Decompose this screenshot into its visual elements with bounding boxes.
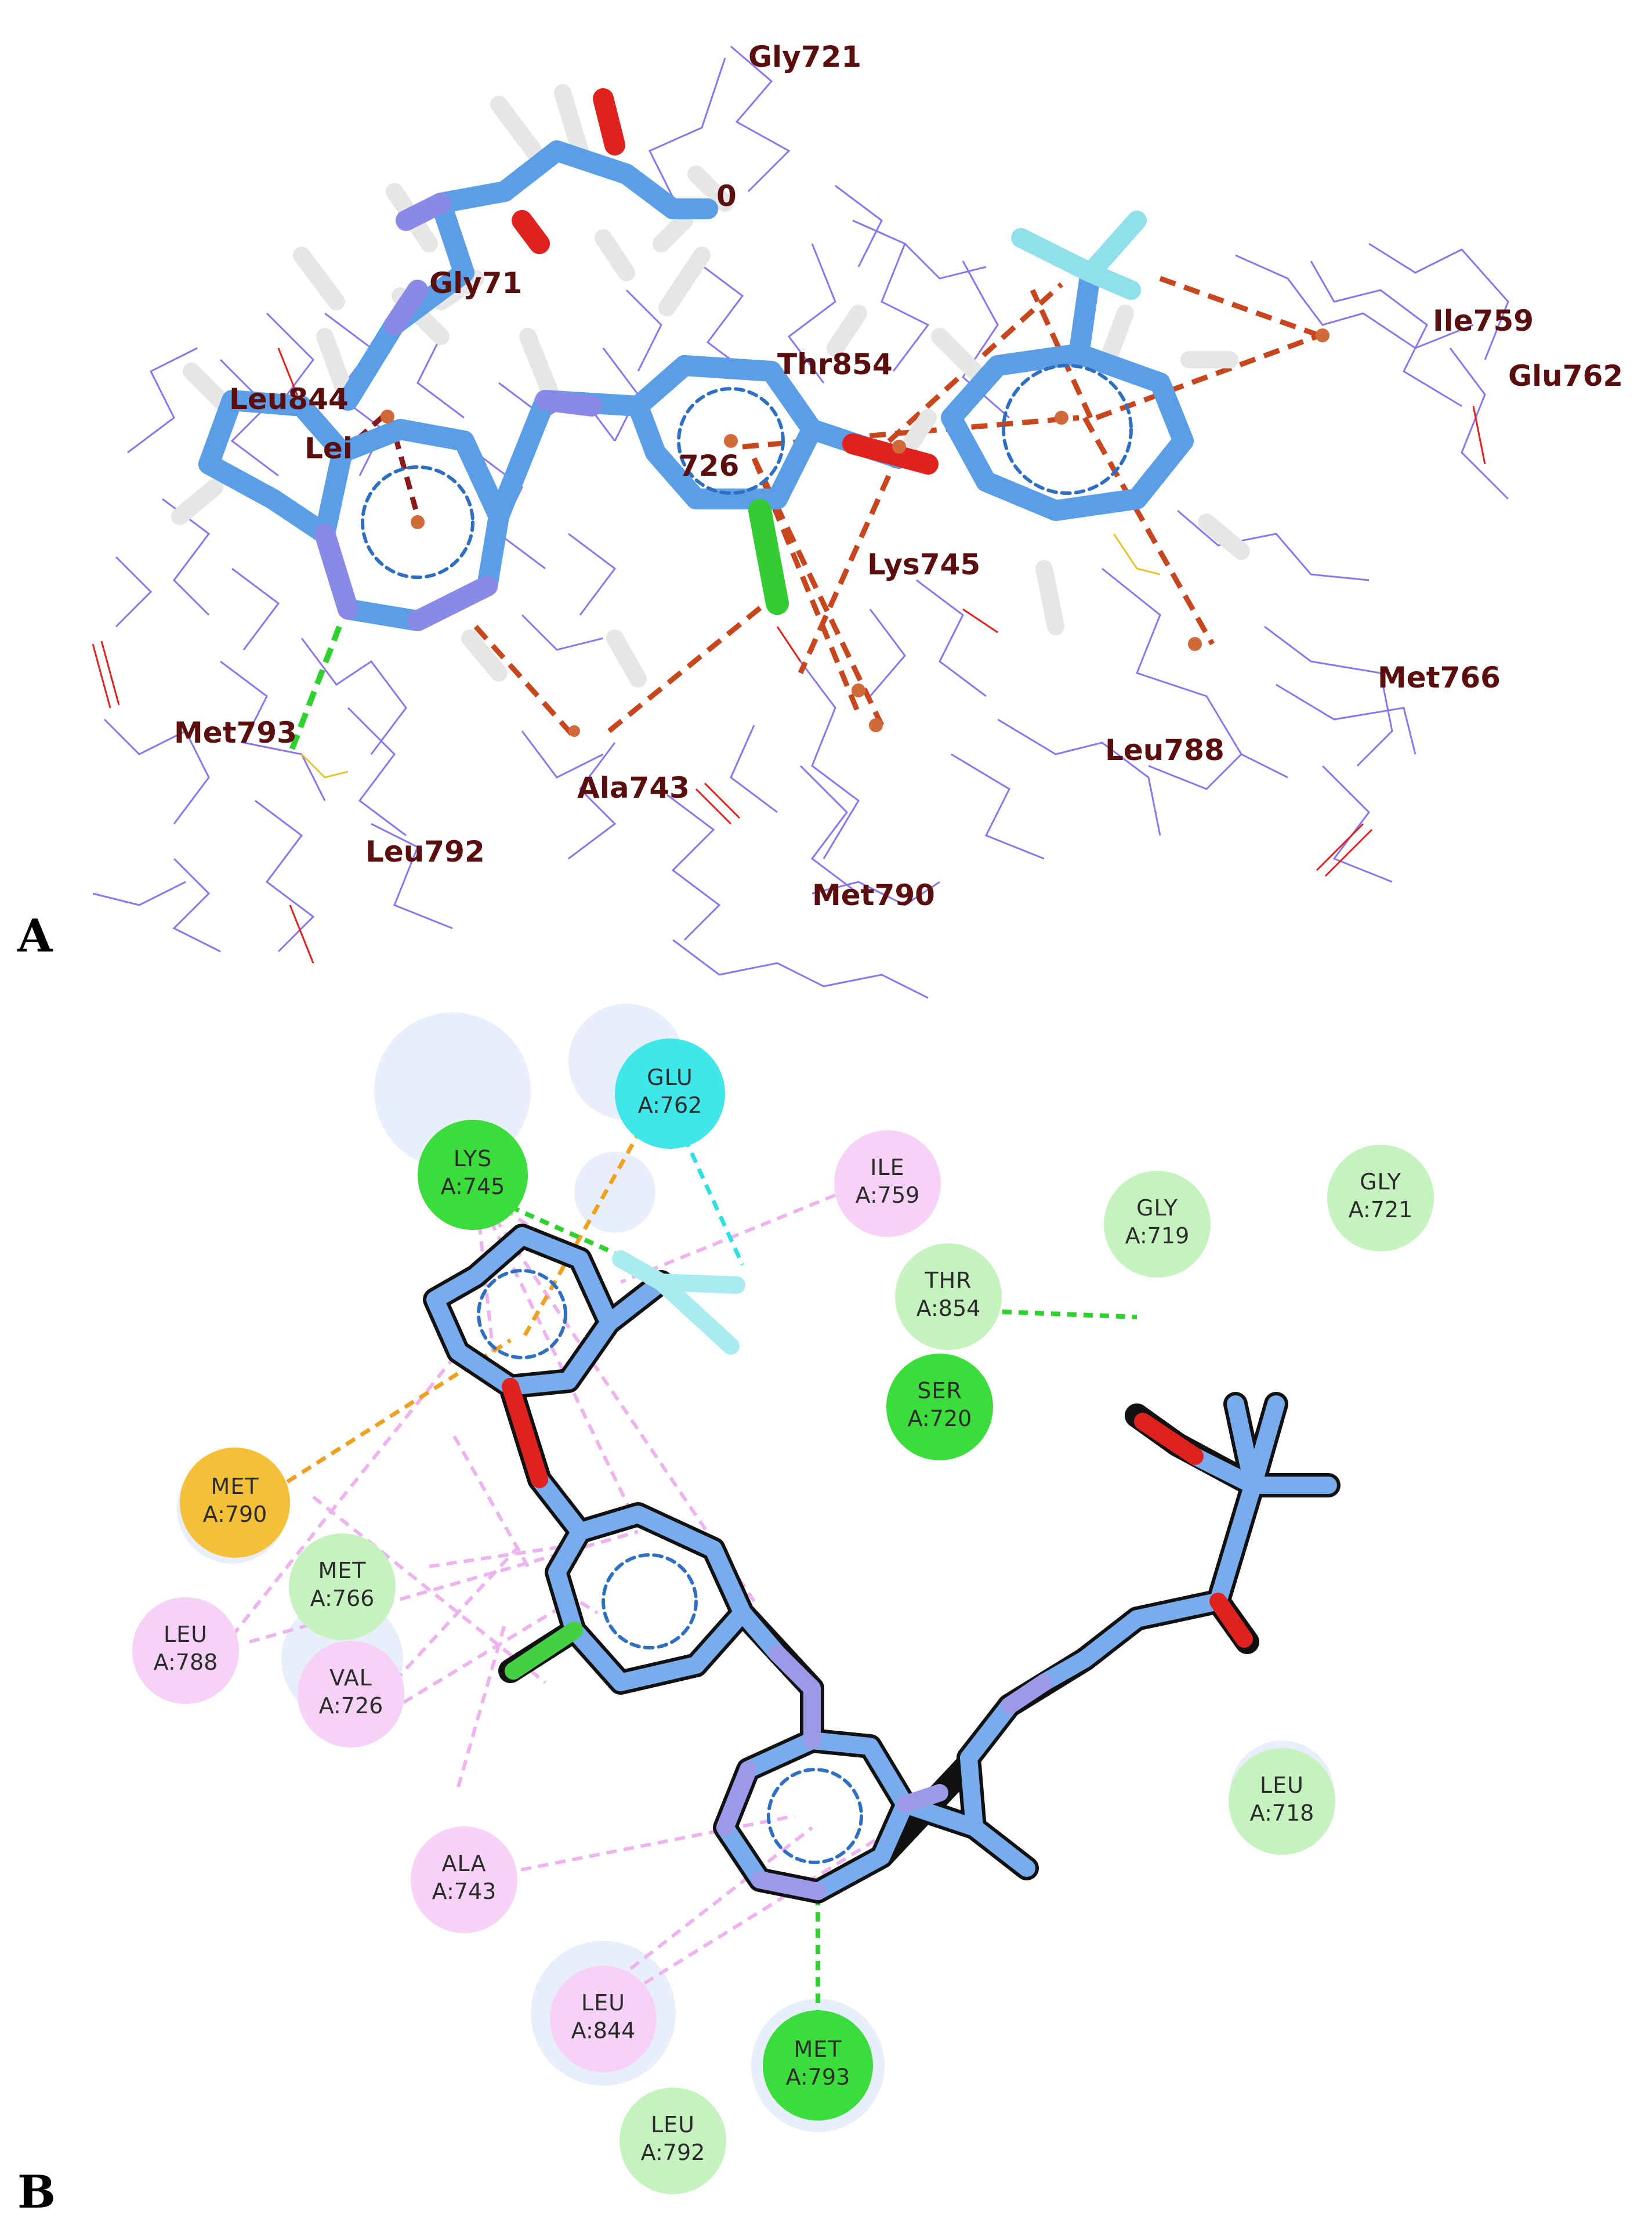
svg-text:A:793: A:793 — [786, 2064, 850, 2090]
svg-text:A:719: A:719 — [1125, 1223, 1190, 1249]
svg-text:A:743: A:743 — [432, 1879, 497, 1904]
residue-ile759: ILE A:759 — [834, 1130, 941, 1237]
residue-gly719: GLY A:719 — [1104, 1171, 1211, 1278]
label-ile759: Ile759 — [1433, 304, 1534, 338]
svg-text:A:726: A:726 — [319, 1693, 383, 1719]
label-leu788: Leu788 — [1105, 733, 1224, 767]
svg-text:A:759: A:759 — [856, 1182, 920, 1208]
residue-met766: MET A:766 — [289, 1533, 396, 1640]
wire-oxygen-bonds — [92, 348, 1486, 964]
label-met793: Met793 — [174, 716, 297, 750]
panel-letter-b: B — [17, 2166, 56, 2219]
hbond-interactions-a — [287, 625, 342, 755]
panel-b: GLU A:762 LYS A:745 ILE A:759 GLY A:719 — [17, 1004, 1434, 2219]
label-726-partial: 726 — [679, 449, 739, 483]
label-leu792: Leu792 — [365, 835, 485, 869]
svg-text:A:844: A:844 — [571, 2018, 636, 2043]
svg-text:ILE: ILE — [870, 1155, 904, 1180]
svg-text:A:854: A:854 — [916, 1296, 981, 1321]
residue-met793: MET A:793 — [763, 2010, 873, 2121]
residue-ser720: SER A:720 — [886, 1354, 993, 1460]
svg-text:SER: SER — [917, 1378, 962, 1403]
residue-met790: MET A:790 — [180, 1448, 290, 1558]
residue-leu844: LEU A:844 — [550, 1966, 657, 2072]
label-glu762: Glu762 — [1508, 359, 1623, 393]
svg-text:GLY: GLY — [1360, 1169, 1401, 1195]
svg-text:A:745: A:745 — [441, 1174, 505, 1199]
residue-leu788: LEU A:788 — [132, 1597, 239, 1704]
residue-ala743: ALA A:743 — [411, 1826, 517, 1933]
residue-glu762: GLU A:762 — [615, 1039, 725, 1149]
svg-text:GLY: GLY — [1136, 1195, 1178, 1221]
residue-val726: VAL A:726 — [298, 1641, 404, 1748]
ligand-2d — [423, 1224, 1341, 1904]
svg-text:LYS: LYS — [454, 1146, 492, 1171]
svg-text:LEU: LEU — [164, 1622, 208, 1647]
svg-text:A:720: A:720 — [908, 1406, 972, 1431]
svg-text:A:788: A:788 — [154, 1649, 218, 1675]
label-thr854: Thr854 — [777, 348, 893, 381]
svg-text:A:718: A:718 — [1250, 1800, 1314, 1826]
residue-lys745: LYS A:745 — [418, 1120, 528, 1230]
svg-text:LEU: LEU — [1260, 1772, 1304, 1798]
svg-text:A:790: A:790 — [203, 1502, 267, 1527]
hydrophobic-interactions — [473, 276, 1324, 739]
label-gly71-partial: Gly71 — [429, 266, 522, 300]
svg-text:A:762: A:762 — [638, 1092, 702, 1118]
svg-text:LEU: LEU — [581, 1990, 625, 2016]
panel-a: Gly721 Ile759 Glu762 Leu844 Thr854 Lys74… — [17, 40, 1623, 999]
svg-text:A:766: A:766 — [310, 1586, 375, 1611]
residue-gly721: GLY A:721 — [1327, 1145, 1434, 1251]
ligand-sticks — [171, 84, 1250, 688]
svg-text:MET: MET — [794, 2036, 842, 2062]
label-met790: Met790 — [812, 878, 935, 912]
wire-sulfur-bonds — [300, 533, 1161, 779]
svg-text:GLU: GLU — [647, 1065, 693, 1090]
svg-text:THR: THR — [924, 1268, 972, 1293]
interaction-centroids — [381, 328, 1329, 737]
residue-discs: GLU A:762 LYS A:745 ILE A:759 GLY A:719 — [132, 1039, 1434, 2194]
label-0-partial: 0 — [716, 179, 737, 213]
residue-thr854: THR A:854 — [895, 1243, 1002, 1350]
label-lys745: Lys745 — [867, 548, 980, 581]
svg-text:MET: MET — [211, 1474, 259, 1499]
svg-text:A:721: A:721 — [1349, 1197, 1413, 1222]
svg-text:ALA: ALA — [441, 1851, 486, 1876]
residue-labels-a: Gly721 Ile759 Glu762 Leu844 Thr854 Lys74… — [174, 40, 1623, 912]
residue-leu718: LEU A:718 — [1229, 1748, 1335, 1855]
protein-wireframe — [92, 45, 1509, 999]
svg-text:LEU: LEU — [651, 2112, 695, 2137]
label-gly721: Gly721 — [748, 40, 861, 74]
label-ala743: Ala743 — [577, 771, 690, 805]
svg-text:MET: MET — [318, 1558, 366, 1583]
residue-leu792: LEU A:792 — [620, 2087, 726, 2194]
label-met766: Met766 — [1378, 661, 1501, 694]
panel-letter-a: A — [17, 910, 53, 963]
label-leu844: Leu844 — [229, 382, 349, 416]
svg-text:VAL: VAL — [329, 1665, 372, 1691]
svg-text:A:792: A:792 — [641, 2140, 705, 2165]
label-leu-partial: Lei — [305, 432, 353, 465]
